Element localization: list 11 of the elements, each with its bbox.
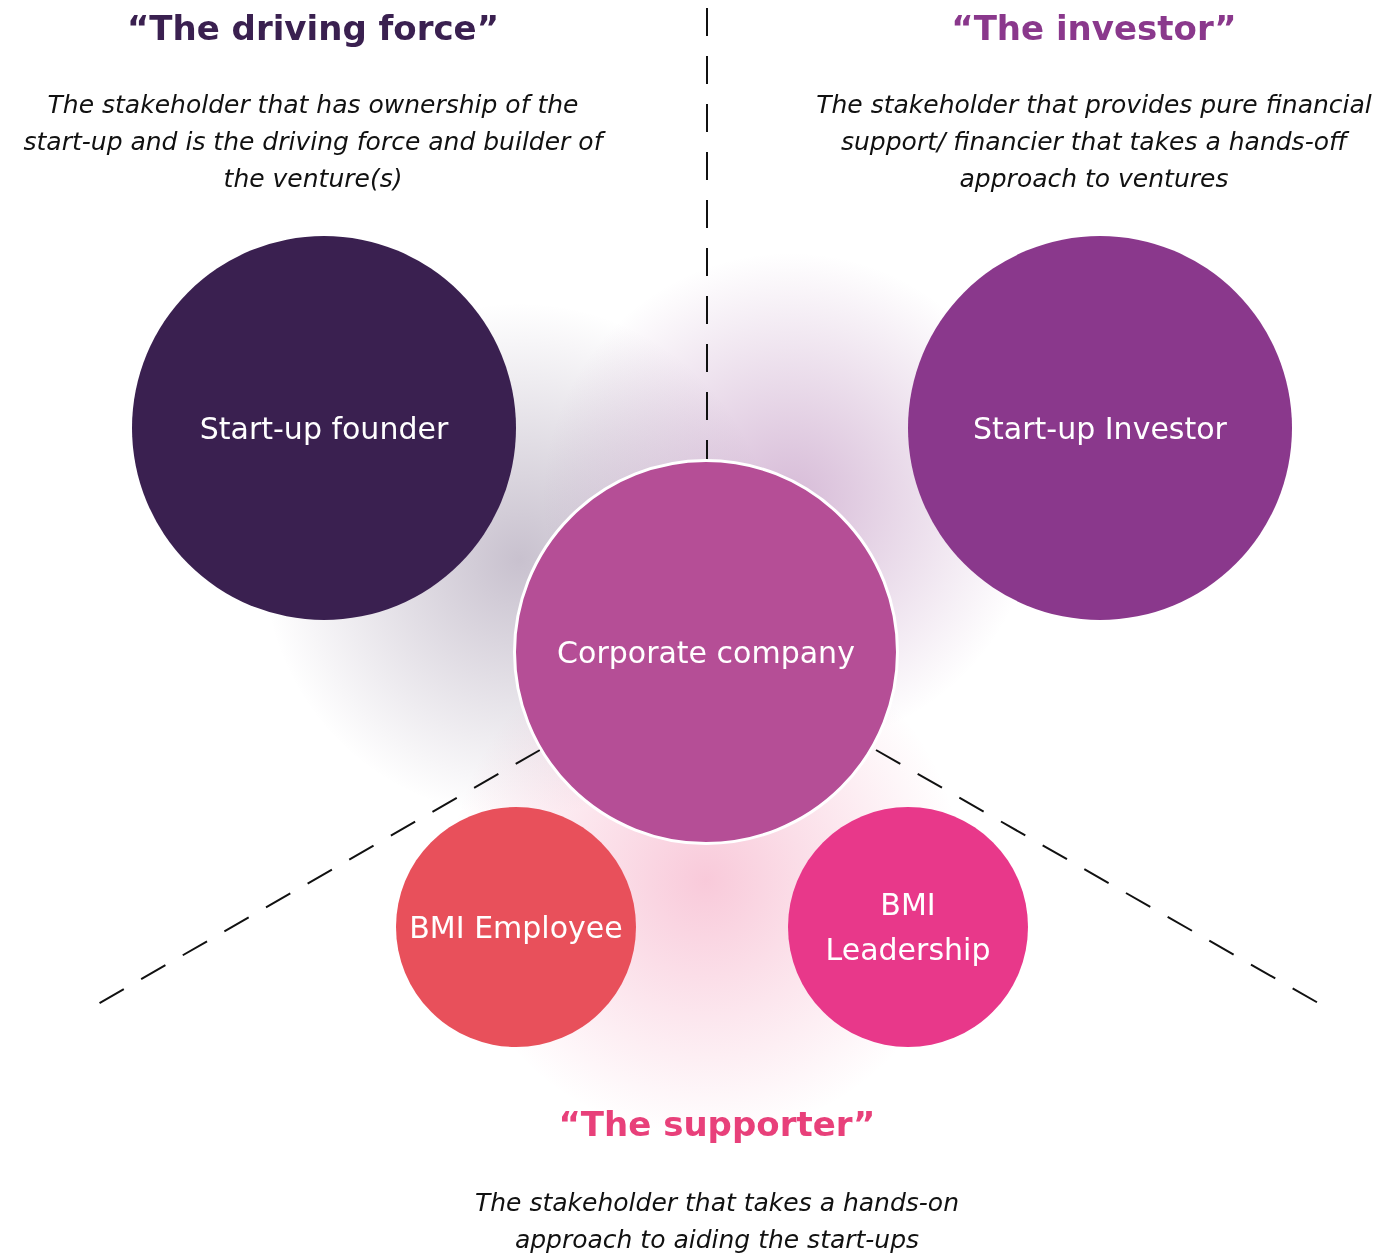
section-heading: “The investor” [950, 8, 1238, 48]
stakeholder-circle: Start-up Investor [908, 236, 1292, 620]
section-description: The stakeholder that takes a hands-on approach to aiding the start-ups [474, 1187, 960, 1256]
stakeholder-circle: BMI Employee [396, 807, 636, 1047]
section-description: The stakeholder that has ownership of the start-up and is the driving force and builder of the venture(s) [13, 86, 613, 197]
stakeholder-circle: Corporate company [513, 459, 899, 845]
section-heading: “The supporter” [557, 1104, 877, 1144]
section-heading: “The driving force” [125, 8, 501, 48]
section-description: The stakeholder that provides pure financial support/ financier that takes a hands-off approach to ventures [815, 89, 1373, 195]
stakeholder-circle: BMI Leadership [788, 807, 1028, 1047]
stakeholder-circle: Start-up founder [132, 236, 516, 620]
